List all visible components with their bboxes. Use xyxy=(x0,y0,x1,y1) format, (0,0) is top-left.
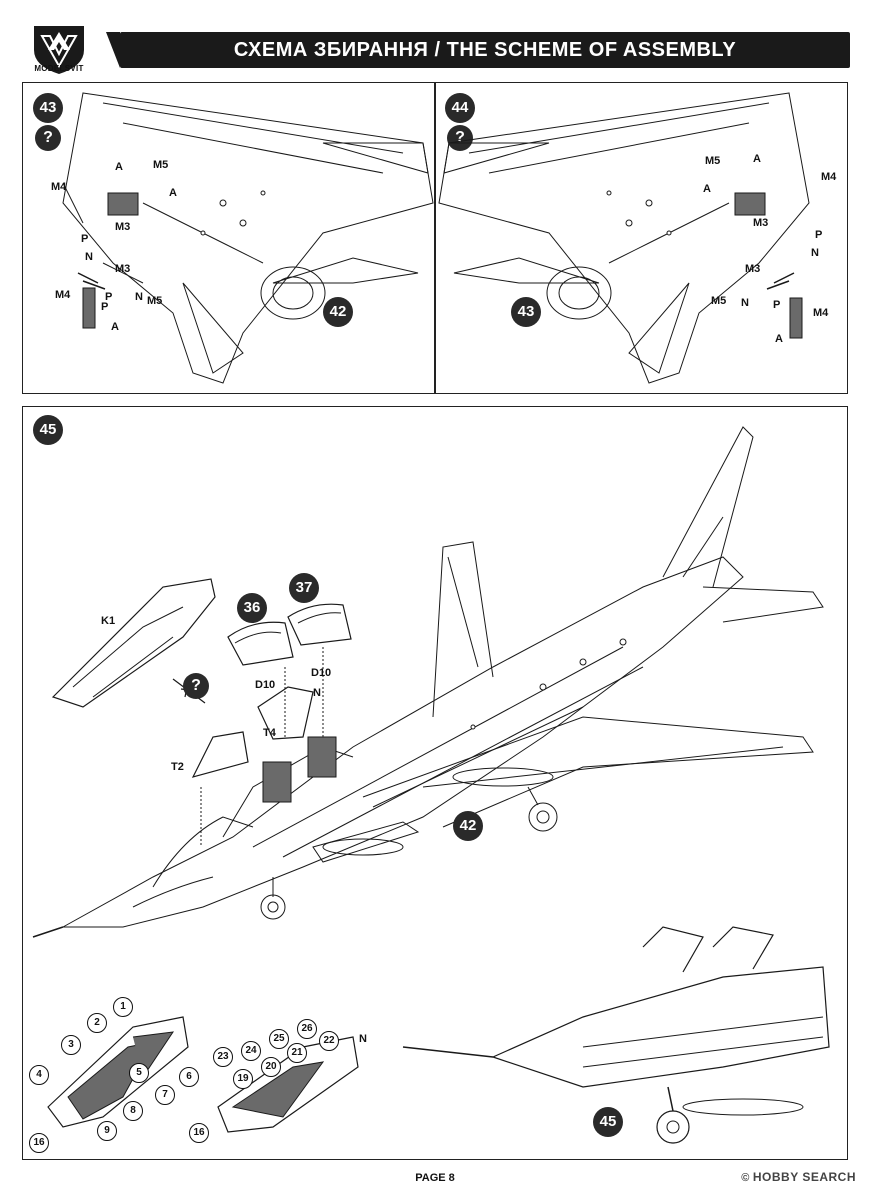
part-label-n: N xyxy=(359,1033,367,1045)
part-label-k1: K1 xyxy=(101,615,116,627)
panel-step-43: 43 ? M5 xyxy=(22,82,436,394)
reference-badge-42: 42 xyxy=(323,297,353,327)
part-number: 3 xyxy=(61,1035,81,1055)
part-number: 8 xyxy=(123,1101,143,1121)
page-title: СХЕМА ЗБИРАННЯ / THE SCHEME OF ASSEMBLY xyxy=(233,39,737,61)
part-label: M4 xyxy=(51,181,67,193)
panel-step-45: 45 xyxy=(22,406,848,1160)
part-number: 25 xyxy=(269,1029,289,1049)
part-label: M5 xyxy=(705,155,721,167)
part-number: 7 xyxy=(155,1085,175,1105)
part-number: 22 xyxy=(319,1031,339,1051)
part-label: M3 xyxy=(745,263,761,275)
part-label: M4 xyxy=(55,289,71,301)
part-label-t4: T4 xyxy=(263,727,276,739)
aircraft-main-drawing xyxy=(32,426,830,1144)
part-number: 21 xyxy=(287,1043,307,1063)
aircraft-underside-drawing-left xyxy=(62,92,434,384)
part-label: N xyxy=(85,251,93,263)
part-number: 5 xyxy=(129,1063,149,1083)
part-label: P xyxy=(81,233,89,245)
part-label: M5 xyxy=(153,159,169,171)
part-number: 6 xyxy=(179,1067,199,1087)
part-label: A xyxy=(111,321,119,333)
part-badge-37: 37 xyxy=(289,573,319,603)
part-label: P xyxy=(773,299,781,311)
page-number: PAGE 8 xyxy=(415,1172,455,1184)
part-number: 19 xyxy=(233,1069,253,1089)
part-label: M3 xyxy=(753,217,769,229)
part-label: P xyxy=(101,301,109,313)
step-badge-44: 44 xyxy=(445,93,475,123)
part-label: A xyxy=(115,161,123,173)
copyright-symbol: © xyxy=(741,1172,750,1184)
brand-name: MODELSVIT xyxy=(34,64,84,73)
modelsvit-logo xyxy=(34,26,84,74)
part-label-d10: D10 xyxy=(255,679,276,691)
part-number: 9 xyxy=(97,1121,117,1141)
part-label: N xyxy=(741,297,749,309)
part-label-t2: T2 xyxy=(171,761,184,773)
part-badge-36: 36 xyxy=(237,593,267,623)
question-icon: ? xyxy=(35,125,61,151)
part-number: 23 xyxy=(213,1047,233,1067)
part-label: A xyxy=(703,183,711,195)
part-label: M4 xyxy=(813,307,829,319)
part-label: A xyxy=(169,187,177,199)
part-label-n: N xyxy=(313,687,321,699)
reference-badge-42: 42 xyxy=(453,811,483,841)
question-icon: ? xyxy=(183,673,209,699)
part-number: 1 xyxy=(113,997,133,1017)
part-label: A xyxy=(775,333,783,345)
part-number: 16 xyxy=(29,1133,49,1153)
part-label: P xyxy=(815,229,823,241)
part-label: M4 xyxy=(821,171,837,183)
step-badge-45: 45 xyxy=(33,415,63,445)
reference-badge-45: 45 xyxy=(593,1107,623,1137)
part-label: N xyxy=(811,247,819,259)
part-label: A xyxy=(753,153,761,165)
part-label: P xyxy=(105,291,113,303)
watermark-text: HOBBY SEARCH xyxy=(752,1170,856,1184)
part-label-d10: D10 xyxy=(311,667,332,679)
part-number: 26 xyxy=(297,1019,317,1039)
part-label: M3 xyxy=(115,221,131,233)
part-number: 24 xyxy=(241,1041,261,1061)
part-label: N xyxy=(135,291,143,303)
part-number: 16 xyxy=(189,1123,209,1143)
hobby-search-watermark: ©HOBBY SEARCH xyxy=(741,1170,856,1184)
part-label: M5 xyxy=(147,295,163,307)
part-number: 4 xyxy=(29,1065,49,1085)
part-number: 20 xyxy=(261,1057,281,1077)
part-label: M5 xyxy=(711,295,727,307)
title-bar: СХЕМА ЗБИРАННЯ / THE SCHEME OF ASSEMBLY xyxy=(106,32,850,68)
reference-badge-43: 43 xyxy=(511,297,541,327)
part-number: 2 xyxy=(87,1013,107,1033)
panel-step-44: 44 ? M5 A M4 A xyxy=(434,82,848,394)
question-icon: ? xyxy=(447,125,473,151)
part-label: M3 xyxy=(115,263,131,275)
step-badge-43: 43 xyxy=(33,93,63,123)
aircraft-underside-drawing-right xyxy=(438,92,810,384)
